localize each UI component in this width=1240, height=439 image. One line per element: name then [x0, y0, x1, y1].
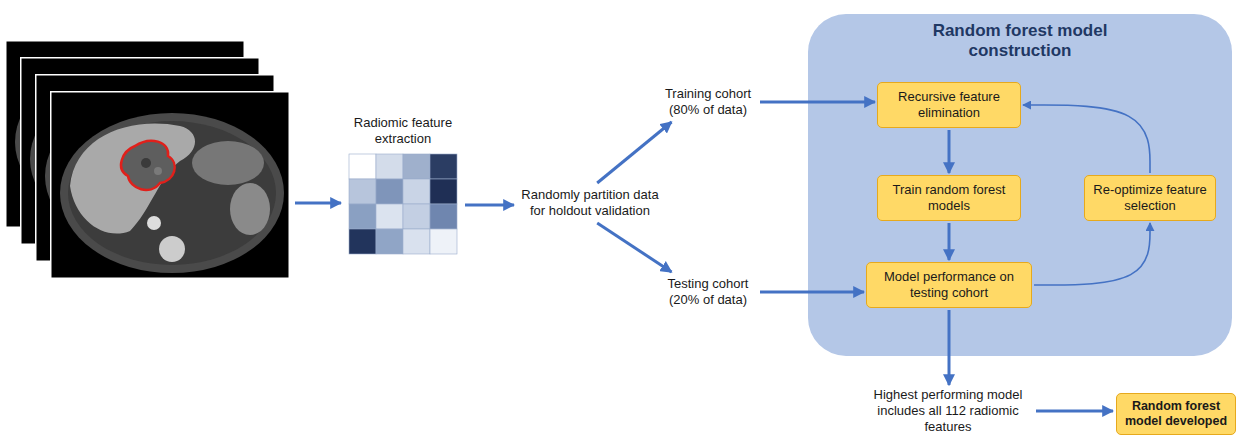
grid-cell	[403, 229, 430, 254]
grid-cell	[430, 204, 457, 229]
step-text: Testing cohort (20% of data)	[660, 276, 756, 308]
flow-arrow	[948, 130, 951, 173]
feature-grid	[348, 153, 458, 255]
node-text: Testing cohort (20% of data)	[660, 276, 756, 308]
flow-arrow	[948, 223, 951, 260]
grid-cell	[349, 229, 376, 254]
node-text: Highest performing model includes all 11…	[862, 387, 1034, 435]
node-text: Train random forest models	[884, 182, 1014, 214]
grid-cell	[376, 204, 403, 229]
grid-cell	[349, 154, 376, 179]
flow-arrow	[760, 101, 875, 104]
flow-arrow	[948, 310, 951, 385]
grid-cell	[376, 154, 403, 179]
process-box: Train random forest models	[877, 175, 1021, 221]
feedback-arrow	[1034, 223, 1150, 285]
grid-cell	[349, 179, 376, 204]
step-text: Highest performing model includes all 11…	[862, 387, 1034, 435]
node-text: Randomly partition data for holdout vali…	[518, 187, 662, 219]
flow-arrow	[597, 122, 671, 183]
grid-cell	[430, 229, 457, 254]
feature-matrix: Radiomic feature extraction	[345, 115, 461, 255]
result-box: Random forest model developed	[1116, 393, 1236, 435]
flow-arrow	[1036, 410, 1113, 413]
grid-cell	[403, 154, 430, 179]
node-text: Radiomic feature extraction	[345, 115, 461, 147]
feedback-arrow	[1023, 105, 1150, 173]
grid-cell	[430, 179, 457, 204]
flow-arrow	[760, 291, 864, 294]
model-panel: Random forest model constructionRecursiv…	[808, 14, 1232, 356]
flow-arrow	[597, 223, 671, 272]
flow-arrow	[465, 204, 514, 207]
process-box: Recursive feature elimination	[877, 82, 1021, 128]
grid-cell	[376, 179, 403, 204]
flow-arrow	[295, 202, 341, 205]
node-text: Recursive feature elimination	[884, 89, 1014, 121]
grid-cell	[430, 154, 457, 179]
tumor-contour	[121, 141, 175, 190]
grid-cell	[376, 229, 403, 254]
node-text: Random forest model developed	[1120, 399, 1232, 429]
node-text: Random forest model construction	[905, 21, 1135, 61]
node-text: Training cohort (80% of data)	[660, 86, 756, 118]
grid-cell	[349, 204, 376, 229]
process-box: Model performance on testing cohort	[866, 262, 1032, 308]
step-text: Randomly partition data for holdout vali…	[518, 187, 662, 219]
step-text: Training cohort (80% of data)	[660, 86, 756, 118]
node-text: Re-optimize feature selection	[1091, 182, 1209, 214]
process-box: Re-optimize feature selection	[1084, 175, 1216, 221]
grid-cell	[403, 204, 430, 229]
mri-slice	[50, 91, 290, 279]
node-text: Model performance on testing cohort	[873, 269, 1025, 301]
grid-cell	[403, 179, 430, 204]
